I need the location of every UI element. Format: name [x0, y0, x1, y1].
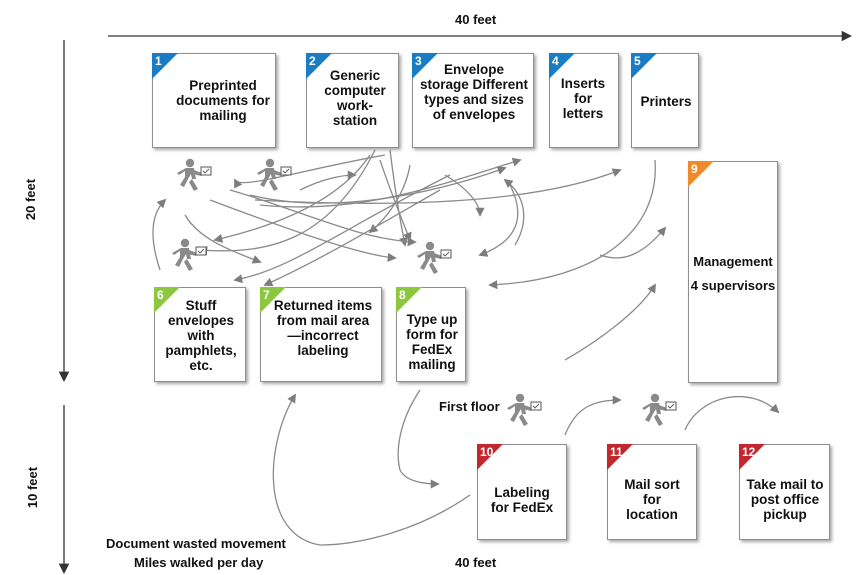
- worker-icon: [417, 241, 452, 274]
- station-3: 3 Envelope storage Different types and s…: [412, 53, 534, 148]
- movement-arrow: [488, 159, 656, 290]
- movement-arrow: [684, 396, 780, 431]
- station-label: Type up form for FedEx mailing: [406, 312, 458, 372]
- station-10: 10 Labeling for FedEx: [477, 444, 567, 540]
- station-label: Generic computer work-station: [324, 68, 386, 128]
- station-label: Mail sort for location: [624, 477, 680, 522]
- station-number: 10: [480, 445, 494, 459]
- station-label: Printers: [640, 94, 692, 109]
- station-1: 1 Preprinted documents for mailing: [152, 53, 276, 148]
- movement-arrow: [233, 174, 451, 284]
- movement-arrow: [379, 159, 412, 242]
- movement-arrow: [299, 170, 357, 191]
- worker-icon: [507, 393, 542, 426]
- station-label: Envelope storage Different types and siz…: [419, 62, 529, 122]
- station-number: 2: [309, 54, 316, 68]
- movement-arrow: [259, 157, 522, 208]
- movement-arrows: [152, 149, 780, 546]
- station-number: 12: [742, 445, 756, 459]
- station-number: 7: [263, 288, 270, 302]
- station-number: 8: [399, 288, 406, 302]
- movement-arrow: [478, 184, 519, 257]
- movement-arrow: [263, 189, 441, 287]
- top-dimension-label: 40 feet: [455, 12, 497, 27]
- first-floor-label: First floor: [439, 399, 500, 414]
- movement-arrow: [503, 178, 525, 246]
- station-number: 6: [157, 288, 164, 302]
- legend-line-1: Document wasted movement: [106, 536, 286, 551]
- station-label: Preprinted documents for mailing: [176, 78, 270, 123]
- bottom-dimension-label: 40 feet: [455, 555, 497, 570]
- upper-height-label: 20 feet: [23, 178, 39, 221]
- movement-arrow: [209, 199, 397, 262]
- station-label: Take mail to post office pickup: [746, 477, 824, 522]
- movement-arrow: [229, 189, 417, 247]
- station-12: 12 Take mail to post office pickup: [739, 444, 830, 540]
- lower-height-label: 10 feet: [25, 466, 41, 509]
- movement-arrow: [599, 226, 667, 259]
- station-label: Stuff envelopes with pamphlets, etc.: [165, 298, 237, 373]
- management-label: Management: [693, 254, 773, 269]
- station-2: 2 Generic computer work-station: [306, 53, 399, 148]
- movement-arrow: [254, 168, 622, 204]
- station-number: 11: [610, 445, 623, 459]
- movement-arrow: [213, 154, 371, 243]
- movement-arrow: [184, 214, 262, 264]
- dimension-arrows: [58, 30, 853, 575]
- station-label: Labeling for FedEx: [490, 485, 554, 515]
- station-8: 8 Type up form for FedEx mailing: [396, 287, 466, 382]
- movement-arrow: [198, 149, 376, 256]
- movement-arrow: [564, 283, 656, 361]
- movement-arrow: [272, 393, 471, 546]
- station-number: 4: [552, 54, 559, 68]
- worker-icon: [257, 158, 292, 191]
- worker-icon: [172, 238, 207, 271]
- station-number: 5: [634, 54, 641, 68]
- movement-arrow: [152, 198, 167, 271]
- station-9: 9 Management 4 supervisors: [688, 161, 778, 383]
- legend-line-2: Miles walked per day: [134, 555, 264, 570]
- station-6: 6 Stuff envelopes with pamphlets, etc.: [154, 287, 246, 382]
- station-5: 5 Printers: [631, 53, 699, 148]
- movement-arrow: [564, 395, 622, 436]
- supervisors-label: 4 supervisors: [690, 278, 776, 293]
- station-label: Returned items from mail area—incorrect …: [273, 298, 373, 358]
- station-4: 4 Inserts for letters: [549, 53, 619, 148]
- movement-arrow: [234, 154, 386, 189]
- movement-arrow: [397, 389, 440, 489]
- station-number: 1: [155, 54, 162, 68]
- worker-icon: [177, 158, 212, 191]
- movement-arrow: [444, 174, 485, 217]
- station-label: Inserts for letters: [560, 76, 606, 121]
- station-number: 3: [415, 54, 422, 68]
- station-11: 11 Mail sort for location: [607, 444, 697, 540]
- worker-icon: [642, 393, 677, 426]
- station-number: 9: [691, 162, 698, 176]
- station-7: 7 Returned items from mail area—incorrec…: [260, 287, 382, 382]
